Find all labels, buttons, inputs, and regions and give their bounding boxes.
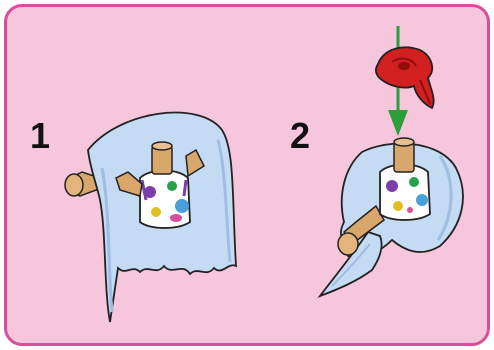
doll-torso-icon <box>380 165 430 221</box>
scarf-icon <box>376 47 434 108</box>
step-2-illustration <box>320 26 463 296</box>
doll-torso-icon <box>140 171 190 229</box>
step-1-illustration <box>65 113 236 322</box>
